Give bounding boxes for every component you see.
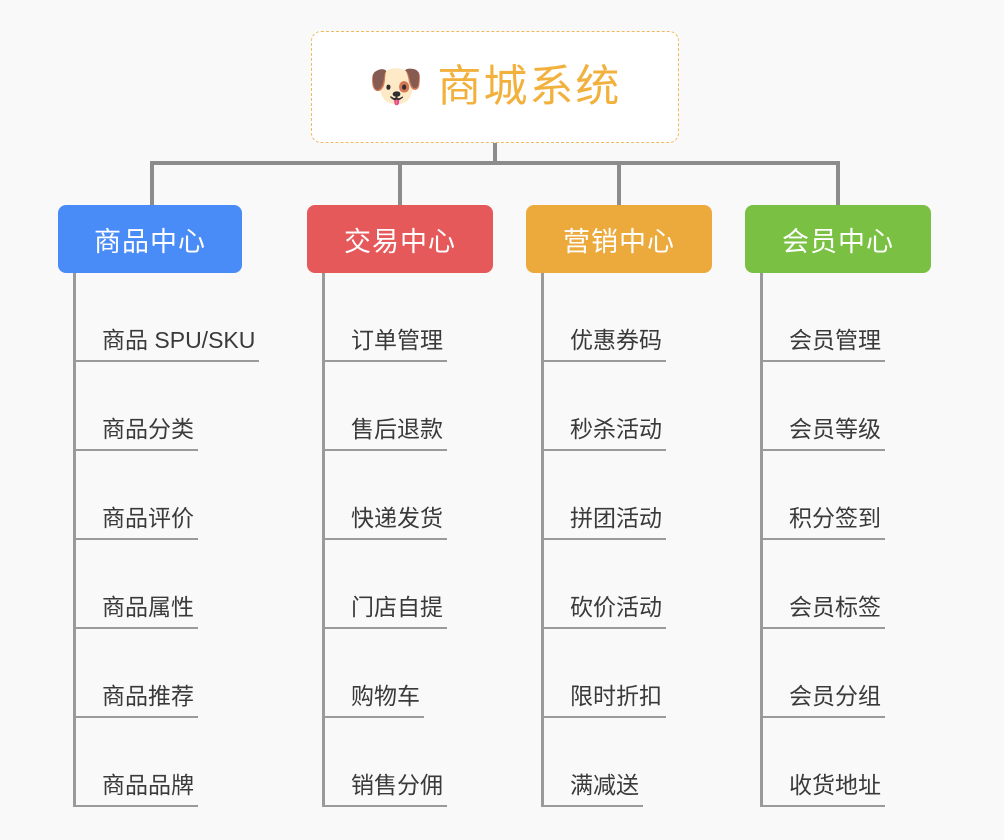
root-node[interactable]: 🐶 商城系统 [311,31,679,143]
category-card-member-center[interactable]: 会员中心 [745,205,931,273]
list-item[interactable]: 商品分类 [76,362,242,451]
connector-stem [493,143,497,163]
leaf-label: 销售分佣 [325,772,447,807]
leaf-label: 会员分组 [763,683,885,718]
connector-drop-1 [150,161,154,207]
category-label: 商品中心 [94,226,206,257]
list-item[interactable]: 快递发货 [325,451,493,540]
list-item[interactable]: 满减送 [544,718,712,807]
category-card-trade-center[interactable]: 交易中心 [307,205,493,273]
leaf-label: 门店自提 [325,594,447,629]
list-item[interactable]: 限时折扣 [544,629,712,718]
branch-column-marketing-center: 营销中心 优惠券码 秒杀活动 拼团活动 砍价活动 限时折扣 满减送 [526,205,712,807]
leaf-label: 会员等级 [763,416,885,451]
connector-bus [150,161,840,165]
list-item[interactable]: 收货地址 [763,718,931,807]
list-item[interactable]: 会员管理 [763,273,931,362]
leaf-label: 购物车 [325,683,424,718]
leaf-label: 拼团活动 [544,505,666,540]
leaf-label: 售后退款 [325,416,447,451]
leaf-label: 收货地址 [763,772,885,807]
list-item[interactable]: 商品属性 [76,540,242,629]
leaf-label: 快递发货 [325,505,447,540]
leaf-label: 商品分类 [76,416,198,451]
list-item[interactable]: 会员分组 [763,629,931,718]
category-card-product-center[interactable]: 商品中心 [58,205,242,273]
leaf-label: 商品品牌 [76,772,198,807]
list-item[interactable]: 售后退款 [325,362,493,451]
branch-trunk-product-center: 商品 SPU/SKU 商品分类 商品评价 商品属性 商品推荐 商品品牌 [73,273,260,807]
leaf-label: 商品评价 [76,505,198,540]
leaf-label: 商品推荐 [76,683,198,718]
list-item[interactable]: 销售分佣 [325,718,493,807]
root-title: 商城系统 [437,62,622,111]
list-item[interactable]: 商品评价 [76,451,242,540]
category-label: 营销中心 [563,226,675,257]
leaf-label: 订单管理 [325,327,447,362]
leaf-label: 商品 SPU/SKU [76,327,260,362]
leaf-label: 满减送 [544,772,643,807]
list-item[interactable]: 积分签到 [763,451,931,540]
leaf-label: 优惠券码 [544,327,666,362]
leaf-label: 会员标签 [763,594,885,629]
list-item[interactable]: 砍价活动 [544,540,712,629]
leaf-label: 砍价活动 [544,594,666,629]
branch-trunk-member-center: 会员管理 会员等级 积分签到 会员标签 会员分组 收货地址 [760,273,931,807]
leaf-label: 秒杀活动 [544,416,666,451]
category-label: 会员中心 [782,226,894,257]
list-item[interactable]: 商品推荐 [76,629,242,718]
list-item[interactable]: 拼团活动 [544,451,712,540]
list-item[interactable]: 优惠券码 [544,273,712,362]
branch-column-trade-center: 交易中心 订单管理 售后退款 快递发货 门店自提 购物车 销售分佣 [307,205,493,807]
leaf-label: 限时折扣 [544,683,666,718]
dog-face-icon: 🐶 [368,62,424,111]
branch-column-member-center: 会员中心 会员管理 会员等级 积分签到 会员标签 会员分组 收货地址 [745,205,931,807]
category-card-marketing-center[interactable]: 营销中心 [526,205,712,273]
list-item[interactable]: 购物车 [325,629,493,718]
leaf-label: 商品属性 [76,594,198,629]
leaf-label: 积分签到 [763,505,885,540]
list-item[interactable]: 门店自提 [325,540,493,629]
leaf-label: 会员管理 [763,327,885,362]
list-item[interactable]: 订单管理 [325,273,493,362]
connector-drop-3 [617,161,621,207]
branch-column-product-center: 商品中心 商品 SPU/SKU 商品分类 商品评价 商品属性 商品推荐 商品品牌 [58,205,260,807]
list-item[interactable]: 会员等级 [763,362,931,451]
list-item[interactable]: 秒杀活动 [544,362,712,451]
branch-trunk-trade-center: 订单管理 售后退款 快递发货 门店自提 购物车 销售分佣 [322,273,493,807]
branch-trunk-marketing-center: 优惠券码 秒杀活动 拼团活动 砍价活动 限时折扣 满减送 [541,273,712,807]
list-item[interactable]: 会员标签 [763,540,931,629]
connector-drop-4 [836,161,840,207]
category-label: 交易中心 [344,226,456,257]
list-item[interactable]: 商品 SPU/SKU [76,273,260,362]
connector-drop-2 [398,161,402,207]
list-item[interactable]: 商品品牌 [76,718,242,807]
